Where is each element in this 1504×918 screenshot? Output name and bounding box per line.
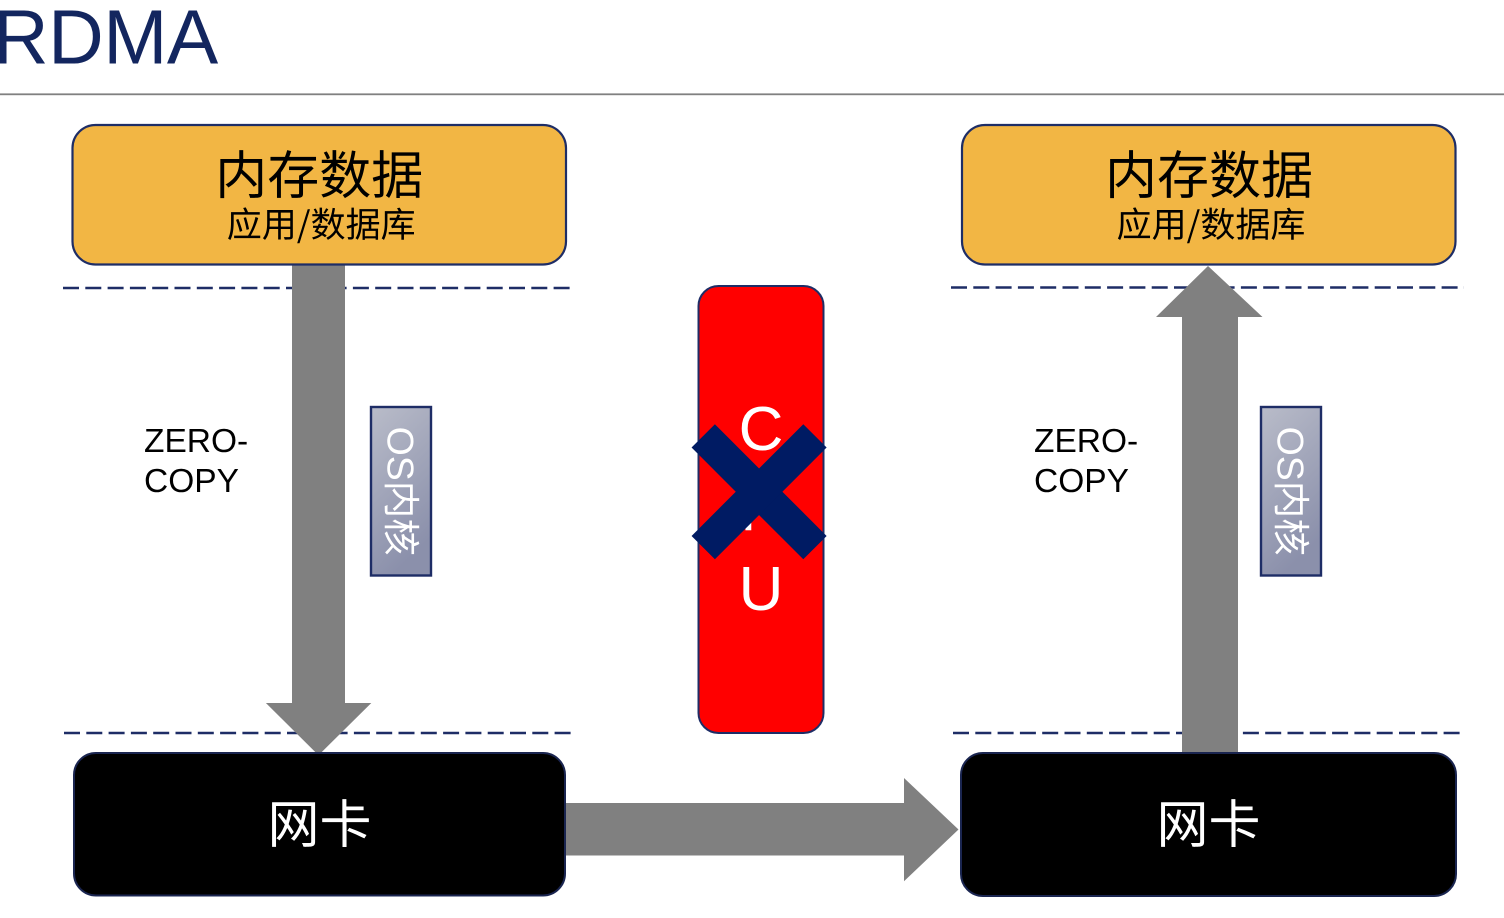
- svg-text:ZERO-: ZERO-: [1034, 423, 1138, 460]
- svg-text:U: U: [739, 555, 784, 624]
- svg-text:RDMA: RDMA: [0, 0, 219, 81]
- svg-text:OS: OS: [380, 427, 422, 481]
- svg-text:COPY: COPY: [144, 463, 239, 500]
- svg-text:OS: OS: [1270, 427, 1312, 481]
- svg-text:COPY: COPY: [1034, 463, 1129, 500]
- svg-text:ZERO-: ZERO-: [144, 423, 248, 460]
